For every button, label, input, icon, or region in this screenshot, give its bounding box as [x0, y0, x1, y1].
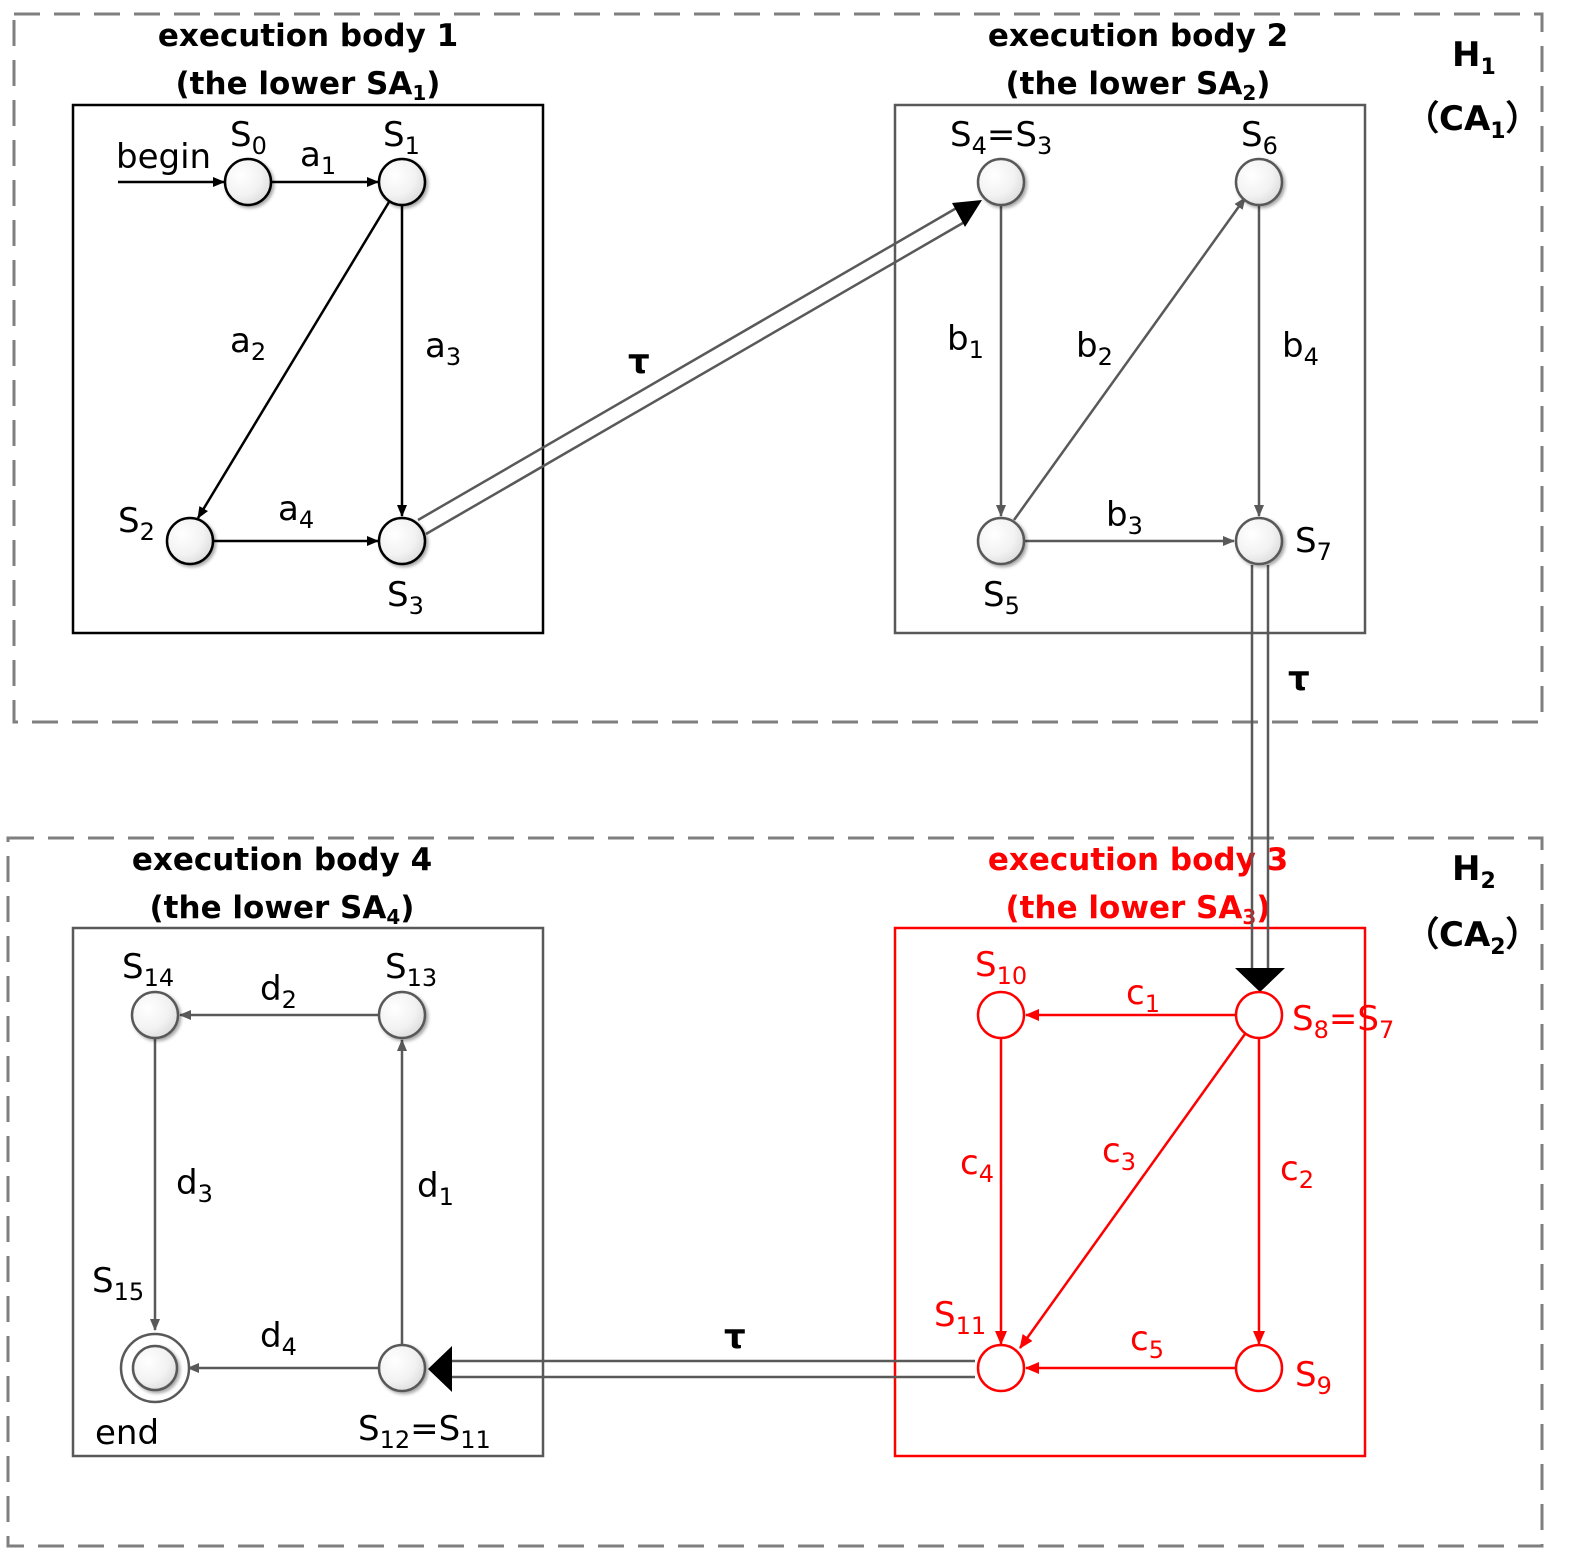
label-s3: S3: [387, 575, 424, 620]
label-tau-2: τ: [1288, 659, 1310, 699]
label-s4: S4=S3: [950, 115, 1052, 160]
group-h1-ca-label: （CA1）: [1405, 99, 1540, 144]
label-b4: b4: [1282, 326, 1319, 371]
body-1-title: execution body 1: [158, 18, 458, 54]
group-h2-ca-label: （CA2）: [1405, 915, 1540, 960]
state-node-s6: [1234, 157, 1284, 207]
state-node-s0: [223, 157, 273, 207]
label-c2: c2: [1280, 1149, 1314, 1194]
label-s12: S12=S11: [358, 1409, 491, 1454]
body-4-title: execution body 4: [132, 842, 432, 878]
label-s15: S15: [92, 1261, 144, 1306]
label-a2: a2: [230, 321, 266, 366]
label-a4: a4: [278, 489, 314, 534]
label-s0: S0: [230, 115, 267, 160]
group-h2-label: H2: [1452, 849, 1496, 894]
body-1-box: [71, 103, 545, 635]
state-node-s14: [130, 990, 180, 1040]
edge-a2: [196, 201, 391, 519]
label-c3: c3: [1102, 1131, 1136, 1176]
edge-c3: [1018, 1033, 1247, 1349]
label-a1: a1: [300, 135, 336, 180]
label-d1: d1: [417, 1166, 454, 1211]
state-node-s7: [1234, 516, 1284, 566]
body-1-subtitle: (the lower SA1): [176, 66, 441, 105]
state-node-s9: [1234, 1343, 1284, 1393]
label-s8: S8=S7: [1292, 999, 1394, 1044]
label-d3: d3: [176, 1163, 213, 1208]
label-c5: c5: [1130, 1319, 1164, 1364]
label-c1: c1: [1126, 973, 1160, 1018]
body-3-title: execution body 3: [988, 842, 1288, 878]
label-d2: d2: [260, 969, 297, 1014]
label-b1: b1: [947, 319, 984, 364]
body-3-subtitle: (the lower SA3): [1006, 890, 1271, 929]
label-s11: S11: [934, 1295, 986, 1340]
group-h2-box: [6, 836, 1544, 1548]
body-2-subtitle: (the lower SA2): [1006, 66, 1271, 105]
state-node-s11: [976, 1343, 1026, 1393]
label-s1: S1: [383, 115, 420, 160]
label-end: end: [95, 1413, 159, 1453]
edge-tau-3: [428, 1346, 975, 1392]
state-node-s1: [377, 157, 427, 207]
label-b2: b2: [1076, 326, 1113, 371]
body-3-box: [893, 926, 1367, 1458]
edge-tau-2: [1235, 565, 1285, 992]
label-begin: begin: [116, 137, 211, 177]
label-tau-1: τ: [628, 342, 650, 382]
group-h1-label: H1: [1452, 35, 1496, 80]
state-node-s13: [377, 990, 427, 1040]
label-s7: S7: [1295, 521, 1332, 566]
group-h1-box: [12, 12, 1544, 724]
state-node-end: [119, 1332, 191, 1404]
state-node-s12: [377, 1343, 427, 1393]
state-node-s10: [976, 990, 1026, 1040]
label-s2: S2: [118, 501, 155, 546]
body-4-subtitle: (the lower SA4): [150, 890, 415, 929]
label-a3: a3: [425, 326, 461, 371]
state-node-s4: [976, 157, 1026, 207]
edge-b2: [1012, 197, 1247, 521]
label-d4: d4: [260, 1316, 297, 1361]
body-2-title: execution body 2: [988, 18, 1288, 54]
label-s13: S13: [385, 947, 437, 992]
label-s10: S10: [975, 945, 1027, 990]
label-s5: S5: [983, 575, 1020, 620]
edge-tau-1: [417, 200, 982, 536]
state-node-s8: [1234, 990, 1284, 1040]
body-4-box: [71, 926, 545, 1458]
label-s9: S9: [1295, 1355, 1332, 1400]
body-2-box: [893, 103, 1367, 635]
state-node-s2: [165, 516, 215, 566]
state-node-s3: [377, 516, 427, 566]
label-tau-3: τ: [724, 1317, 746, 1357]
state-node-s5: [976, 516, 1026, 566]
label-s6: S6: [1241, 115, 1278, 160]
label-c4: c4: [960, 1143, 994, 1188]
label-s14: S14: [122, 947, 174, 992]
label-b3: b3: [1106, 495, 1143, 540]
